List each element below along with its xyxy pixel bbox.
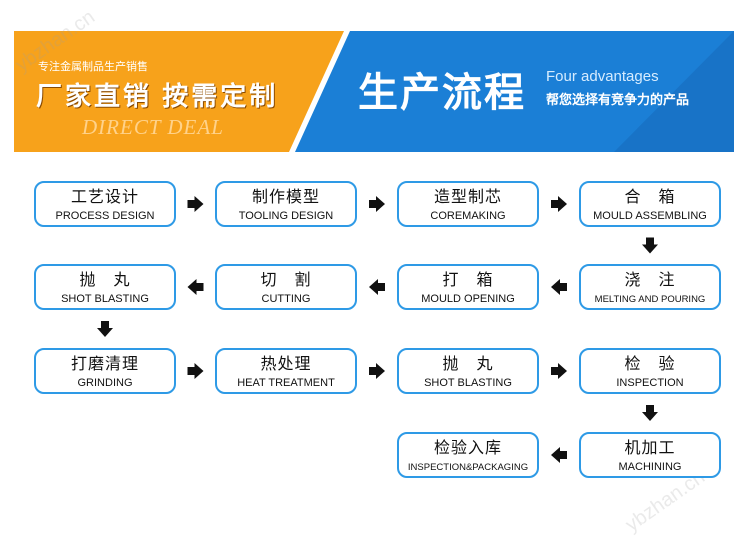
- step-subtitle: GRINDING: [77, 377, 133, 389]
- step-title: 打磨清理: [70, 356, 139, 373]
- step-title: 抛 丸: [79, 272, 131, 289]
- step-title: 热处理: [260, 356, 312, 373]
- step-title: 检 验: [624, 356, 676, 373]
- banner-background: [14, 31, 734, 152]
- step-coremaking: 造型制芯 COREMAKING: [397, 181, 539, 227]
- advantages-english: Four advantages: [546, 68, 659, 85]
- flow-arrow-down: [642, 237, 658, 254]
- step-inspection: 检 验 INSPECTION: [579, 348, 721, 394]
- step-cutting: 切 割 CUTTING: [215, 264, 357, 310]
- step-subtitle: MOULD ASSEMBLING: [593, 210, 707, 222]
- step-process-design: 工艺设计 PROCESS DESIGN: [34, 181, 176, 227]
- step-subtitle: SHOT BLASTING: [424, 377, 512, 389]
- step-title: 抛 丸: [442, 356, 494, 373]
- step-subtitle: SHOT BLASTING: [61, 293, 149, 305]
- page-title: 生产流程: [358, 71, 526, 115]
- step-subtitle: INSPECTION&PACKAGING: [407, 462, 529, 473]
- step-shot-blasting-2: 抛 丸 SHOT BLASTING: [397, 348, 539, 394]
- step-title: 打 箱: [442, 272, 494, 289]
- flow-arrow-right: [187, 363, 204, 379]
- flow-arrow-right: [369, 363, 385, 379]
- step-machining: 机加工 MACHINING: [579, 432, 721, 478]
- step-mould-assembling: 合 箱 MOULD ASSEMBLING: [579, 181, 721, 227]
- step-title: 检验入库: [433, 440, 502, 457]
- header-banner: [14, 31, 734, 152]
- step-subtitle: PROCESS DESIGN: [55, 210, 155, 222]
- flow-arrow-left: [187, 279, 204, 295]
- step-melting-pouring: 浇 注 MELTING AND POURING: [579, 264, 721, 310]
- direct-deal-label: DIRECT DEAL: [82, 115, 224, 139]
- flow-arrow-left: [551, 279, 567, 295]
- step-subtitle: INSPECTION: [616, 377, 684, 389]
- step-title: 合 箱: [624, 189, 676, 206]
- flow-arrow-left: [551, 447, 567, 463]
- step-subtitle: TOOLING DESIGN: [238, 210, 334, 222]
- step-title: 造型制芯: [433, 189, 502, 206]
- step-subtitle: COREMAKING: [430, 210, 506, 222]
- step-subtitle: MOULD OPENING: [421, 293, 515, 305]
- step-title: 机加工: [624, 440, 676, 457]
- advantages-chinese: 帮您选择有竞争力的产品: [546, 92, 690, 107]
- step-title: 切 割: [260, 272, 312, 289]
- flow-arrow-right: [551, 363, 567, 379]
- step-grinding: 打磨清理 GRINDING: [34, 348, 176, 394]
- flow-arrow-down: [642, 405, 658, 421]
- step-shot-blasting: 抛 丸 SHOT BLASTING: [34, 264, 176, 310]
- banner-tagline: 专注金属制品生产销售: [38, 61, 148, 73]
- step-title: 工艺设计: [70, 189, 139, 206]
- flow-arrow-left: [369, 279, 385, 295]
- step-heat-treatment: 热处理 HEAT TREATMENT: [215, 348, 357, 394]
- step-inspection-packaging: 检验入库 INSPECTION&PACKAGING: [397, 432, 539, 478]
- flow-arrow-right: [551, 196, 567, 212]
- flow-arrow-down: [97, 321, 113, 337]
- step-subtitle: MACHINING: [618, 461, 682, 473]
- flow-arrow-right: [187, 196, 204, 212]
- step-mould-opening: 打 箱 MOULD OPENING: [397, 264, 539, 310]
- flow-arrow-right: [369, 196, 385, 212]
- banner-slogan: 厂家直销 按需定制: [36, 81, 279, 111]
- step-title: 制作模型: [251, 189, 320, 206]
- step-subtitle: CUTTING: [261, 293, 311, 305]
- step-title: 浇 注: [624, 272, 676, 289]
- step-subtitle: HEAT TREATMENT: [237, 377, 335, 389]
- step-subtitle: MELTING AND POURING: [594, 294, 706, 305]
- step-tooling-design: 制作模型 TOOLING DESIGN: [215, 181, 357, 227]
